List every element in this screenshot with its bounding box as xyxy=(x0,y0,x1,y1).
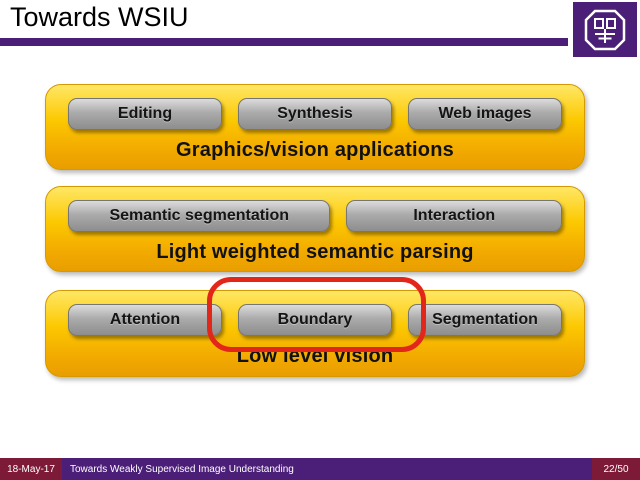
layer-box-graphics-vision-applications: Editing Synthesis Web images Graphics/vi… xyxy=(45,84,585,170)
footer-bar: 18-May-17 Towards Weakly Supervised Imag… xyxy=(0,458,640,480)
highlight-outline-boundary xyxy=(207,277,426,352)
footer-date: 18-May-17 xyxy=(0,458,62,480)
button-row: Editing Synthesis Web images xyxy=(46,85,584,130)
concept-button-synthesis: Synthesis xyxy=(238,98,392,130)
title-underline xyxy=(0,38,568,46)
layer-box-semantic-parsing: Semantic segmentation Interaction Light … xyxy=(45,186,585,272)
university-logo xyxy=(573,2,637,57)
concept-button-editing: Editing xyxy=(68,98,222,130)
layer-label-semantic-parsing: Light weighted semantic parsing xyxy=(156,241,474,263)
concept-button-interaction: Interaction xyxy=(346,200,562,232)
concept-button-web-images: Web images xyxy=(408,98,562,130)
footer-page-number: 22/50 xyxy=(592,458,640,480)
button-row: Attention Boundary Segmentation xyxy=(46,291,584,336)
layer-label-graphics-vision-applications: Graphics/vision applications xyxy=(176,139,454,161)
concept-button-attention: Attention xyxy=(68,304,222,336)
footer-caption: Towards Weakly Supervised Image Understa… xyxy=(62,458,592,480)
university-seal-icon xyxy=(584,9,626,50)
slide-title: Towards WSIU xyxy=(10,2,189,32)
concept-button-semantic-segmentation: Semantic segmentation xyxy=(68,200,331,232)
concept-button-boundary: Boundary xyxy=(238,304,392,336)
layer-box-low-level-vision: Attention Boundary Segmentation Low leve… xyxy=(45,290,585,377)
concept-button-segmentation: Segmentation xyxy=(408,304,562,336)
button-row: Semantic segmentation Interaction xyxy=(46,187,584,232)
